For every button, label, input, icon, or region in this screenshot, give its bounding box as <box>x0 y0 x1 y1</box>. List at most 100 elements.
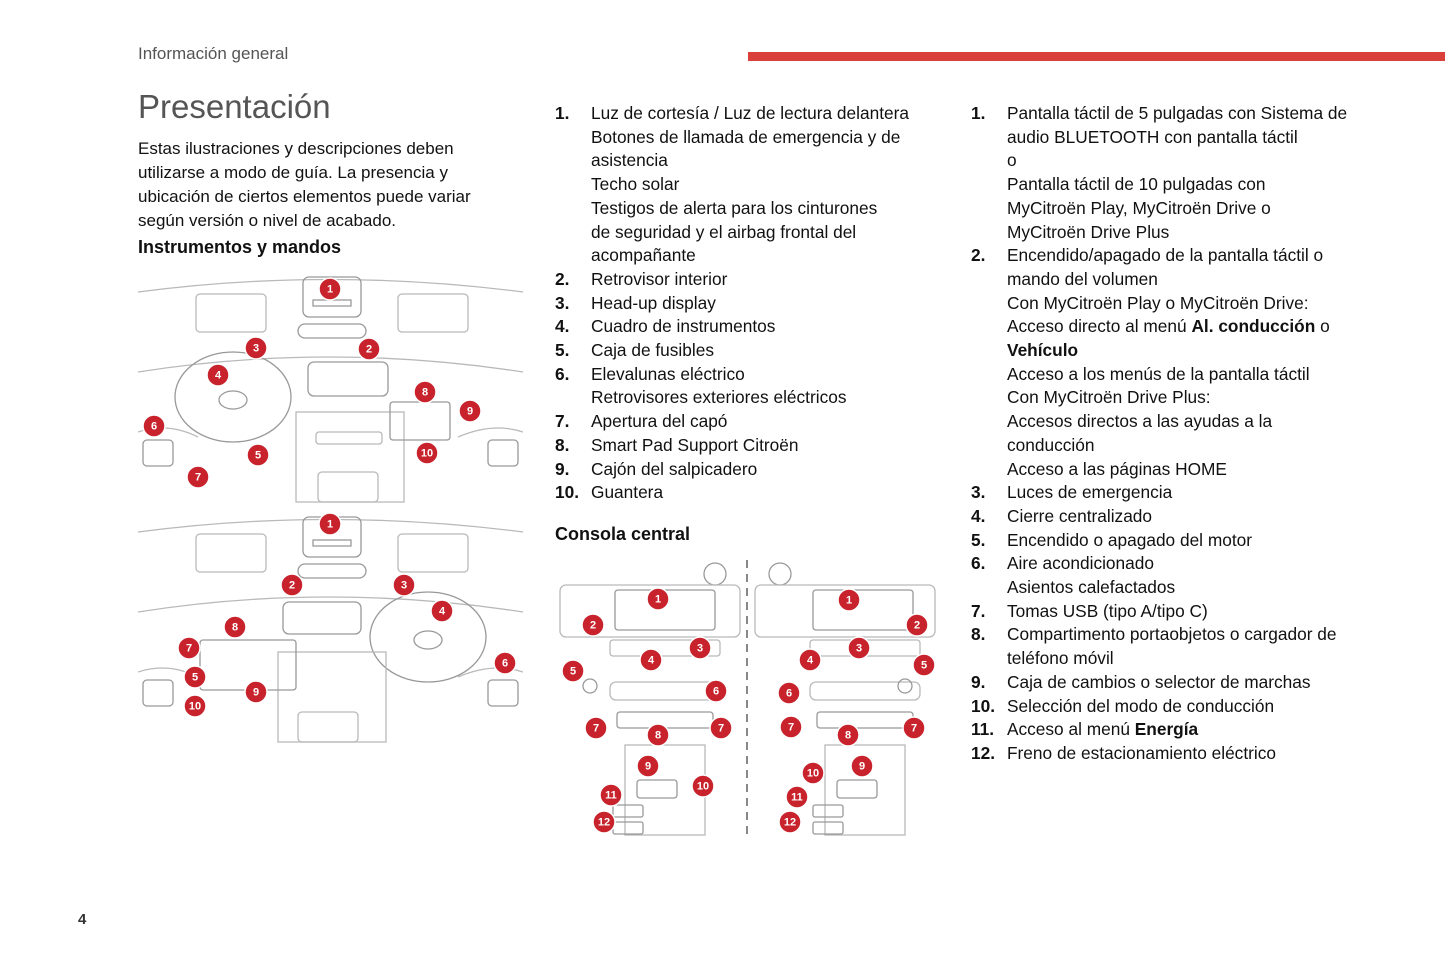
svg-text:7: 7 <box>788 722 794 734</box>
item-number: 1. <box>555 103 570 123</box>
instrumentos-item: 9.Cajón del salpicadero <box>555 458 935 482</box>
svg-text:4: 4 <box>648 655 655 667</box>
dash-lhd-callout-10: 10 <box>415 441 439 465</box>
item-line: Testigos de alerta para los cinturones <box>591 197 878 218</box>
instrumentos-item: 4.Cuadro de instrumentos <box>555 315 935 339</box>
item-line: MyCitroën Drive Plus <box>1007 221 1170 242</box>
console-rhd-callout-6: 6 <box>777 681 801 705</box>
svg-text:6: 6 <box>786 688 792 700</box>
item-line: Acceso a las páginas HOME <box>1007 458 1227 479</box>
item-line: asistencia <box>591 150 668 171</box>
consola-item: 9.Caja de cambios o selector de marchas <box>971 671 1371 695</box>
dash-rhd-callout-2: 2 <box>280 573 304 597</box>
dash-rhd-callout-5: 5 <box>183 665 207 689</box>
item-line: audio BLUETOOTH con pantalla táctil <box>1007 126 1298 147</box>
svg-text:5: 5 <box>255 450 261 462</box>
item-number: 10. <box>971 695 996 716</box>
consola-item: 7.Tomas USB (tipo A/tipo C) <box>971 600 1371 624</box>
header-accent-bar <box>748 52 1445 61</box>
item-number: 3. <box>555 292 570 313</box>
svg-text:12: 12 <box>784 817 796 829</box>
console-rhd-callout-9: 9 <box>850 754 874 778</box>
item-line: Retrovisores exteriores eléctricos <box>591 387 847 408</box>
consola-item: 10.Selección del modo de conducción <box>971 695 1371 719</box>
item-number: 8. <box>555 434 570 455</box>
dash-lhd-callout-9: 9 <box>458 399 482 423</box>
item-line: Con MyCitroën Drive Plus: <box>1007 387 1211 408</box>
item-line: Retrovisor interior <box>591 268 728 289</box>
svg-text:3: 3 <box>697 643 703 655</box>
console-lhd-callout-10: 10 <box>691 774 715 798</box>
page-title: Presentación <box>138 88 331 125</box>
console-rhd-callout-10: 10 <box>801 761 825 785</box>
item-line: Smart Pad Support Citroën <box>591 434 799 455</box>
svg-text:2: 2 <box>914 620 920 632</box>
console-rhd-callout-4: 4 <box>798 648 822 672</box>
console-rhd-callout-12: 12 <box>778 810 802 834</box>
console-lhd-callout-7: 7 <box>584 716 608 740</box>
console-lhd-callout-8: 8 <box>646 723 670 747</box>
svg-text:9: 9 <box>859 761 865 773</box>
item-line: o <box>1007 150 1017 171</box>
console-rhd <box>754 562 936 836</box>
dash-rhd-callout-4: 4 <box>430 599 454 623</box>
instrumentos-item: 3.Head-up display <box>555 292 935 316</box>
item-line: Botones de llamada de emergencia y de <box>591 126 901 147</box>
dash-rhd-callout-8: 8 <box>223 615 247 639</box>
consola-item: Acceso a los menús de la pantalla táctil… <box>971 363 1371 482</box>
console-lhd-callout-3: 3 <box>688 636 712 660</box>
svg-text:8: 8 <box>655 730 661 742</box>
dash-rhd-callout-7: 7 <box>177 636 201 660</box>
consola-item: 12. Freno de estacionamiento eléctrico <box>971 742 1371 766</box>
instrumentos-item: 10.Guantera <box>555 481 935 505</box>
item-number: 3. <box>971 482 986 503</box>
item-number: 9. <box>555 458 570 479</box>
dashboard-lhd <box>138 276 523 503</box>
svg-text:9: 9 <box>253 687 259 699</box>
console-lhd-callout-5: 5 <box>561 659 585 683</box>
svg-text:6: 6 <box>502 658 508 670</box>
item-line: de seguridad y el airbag frontal del <box>591 221 857 242</box>
instrumentos-item: 7.Apertura del capó <box>555 410 935 434</box>
item-number: 12. <box>971 742 996 763</box>
page-number: 4 <box>78 911 87 928</box>
console-lhd-callout-4: 4 <box>639 648 663 672</box>
item-line: acompañante <box>591 245 696 266</box>
item-line: Accesos directos a las ayudas a la <box>1007 411 1273 432</box>
item-line: Vehículo <box>1007 340 1079 361</box>
item-number: 4. <box>971 505 986 526</box>
svg-text:10: 10 <box>189 701 201 713</box>
consola-item: 2.Encendido/apagado de la pantalla tácti… <box>971 244 1371 315</box>
item-line: Luces de emergencia <box>1007 482 1173 503</box>
console-rhd-callout-11: 11 <box>785 785 809 809</box>
svg-text:8: 8 <box>845 730 851 742</box>
svg-text:10: 10 <box>697 781 709 793</box>
svg-text:4: 4 <box>215 370 222 382</box>
svg-text:6: 6 <box>151 421 157 433</box>
item-line: Apertura del capó <box>591 411 728 432</box>
svg-text:2: 2 <box>289 580 295 592</box>
item-line: Cierre centralizado <box>1007 505 1153 526</box>
svg-text:7: 7 <box>195 472 201 484</box>
svg-text:3: 3 <box>401 580 407 592</box>
console-lhd-callout-9: 9 <box>636 754 660 778</box>
dash-lhd-callout-6: 6 <box>142 414 166 438</box>
dash-lhd-callout-5: 5 <box>246 443 270 467</box>
item-line: Freno de estacionamiento eléctrico <box>1007 742 1276 763</box>
item-line: conducción <box>1007 434 1095 455</box>
dash-lhd-callout-8: 8 <box>413 380 437 404</box>
item-number: 2. <box>971 245 986 266</box>
svg-text:1: 1 <box>327 284 333 296</box>
console-rhd-callout-2: 2 <box>905 613 929 637</box>
consola-item: 3. Luces de emergencia <box>971 481 1371 505</box>
instrumentos-item: 5.Caja de fusibles <box>555 339 935 363</box>
console-lhd-callout-2: 2 <box>581 613 605 637</box>
console-rhd-callout-3: 3 <box>847 636 871 660</box>
instrumentos-heading: Instrumentos y mandos <box>138 237 342 257</box>
item-line: Con MyCitroën Play o MyCitroën Drive: <box>1007 292 1309 313</box>
svg-text:9: 9 <box>467 406 473 418</box>
